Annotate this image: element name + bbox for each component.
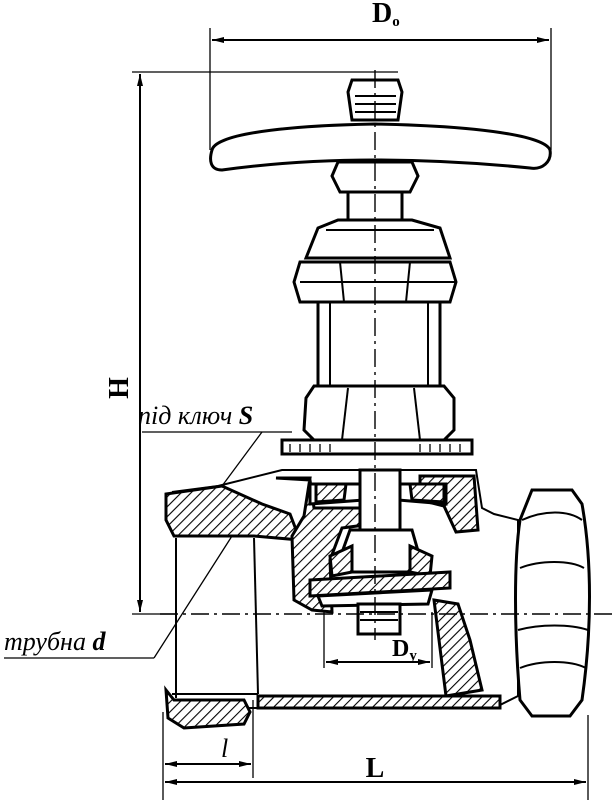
bonnet xyxy=(280,218,474,456)
label-l-small: l xyxy=(221,734,228,763)
label-l-big: L xyxy=(366,753,385,784)
wrench-leader xyxy=(142,431,292,487)
wrench-annotation: під ключ S xyxy=(138,401,253,430)
right-hex-end xyxy=(514,488,591,718)
handwheel xyxy=(209,78,552,224)
valve-disc xyxy=(308,468,452,636)
label-h: H xyxy=(104,377,135,399)
pipe-annotation: трубна d xyxy=(4,627,106,656)
label-do: Do xyxy=(372,0,400,30)
dimension-do xyxy=(209,28,552,150)
valve-body xyxy=(164,469,519,730)
dimension-dy xyxy=(323,612,433,668)
dimension-l-small xyxy=(165,700,254,778)
label-dy: Dу xyxy=(392,636,417,664)
pipe-leader xyxy=(4,535,233,659)
dimension-l xyxy=(162,712,589,800)
